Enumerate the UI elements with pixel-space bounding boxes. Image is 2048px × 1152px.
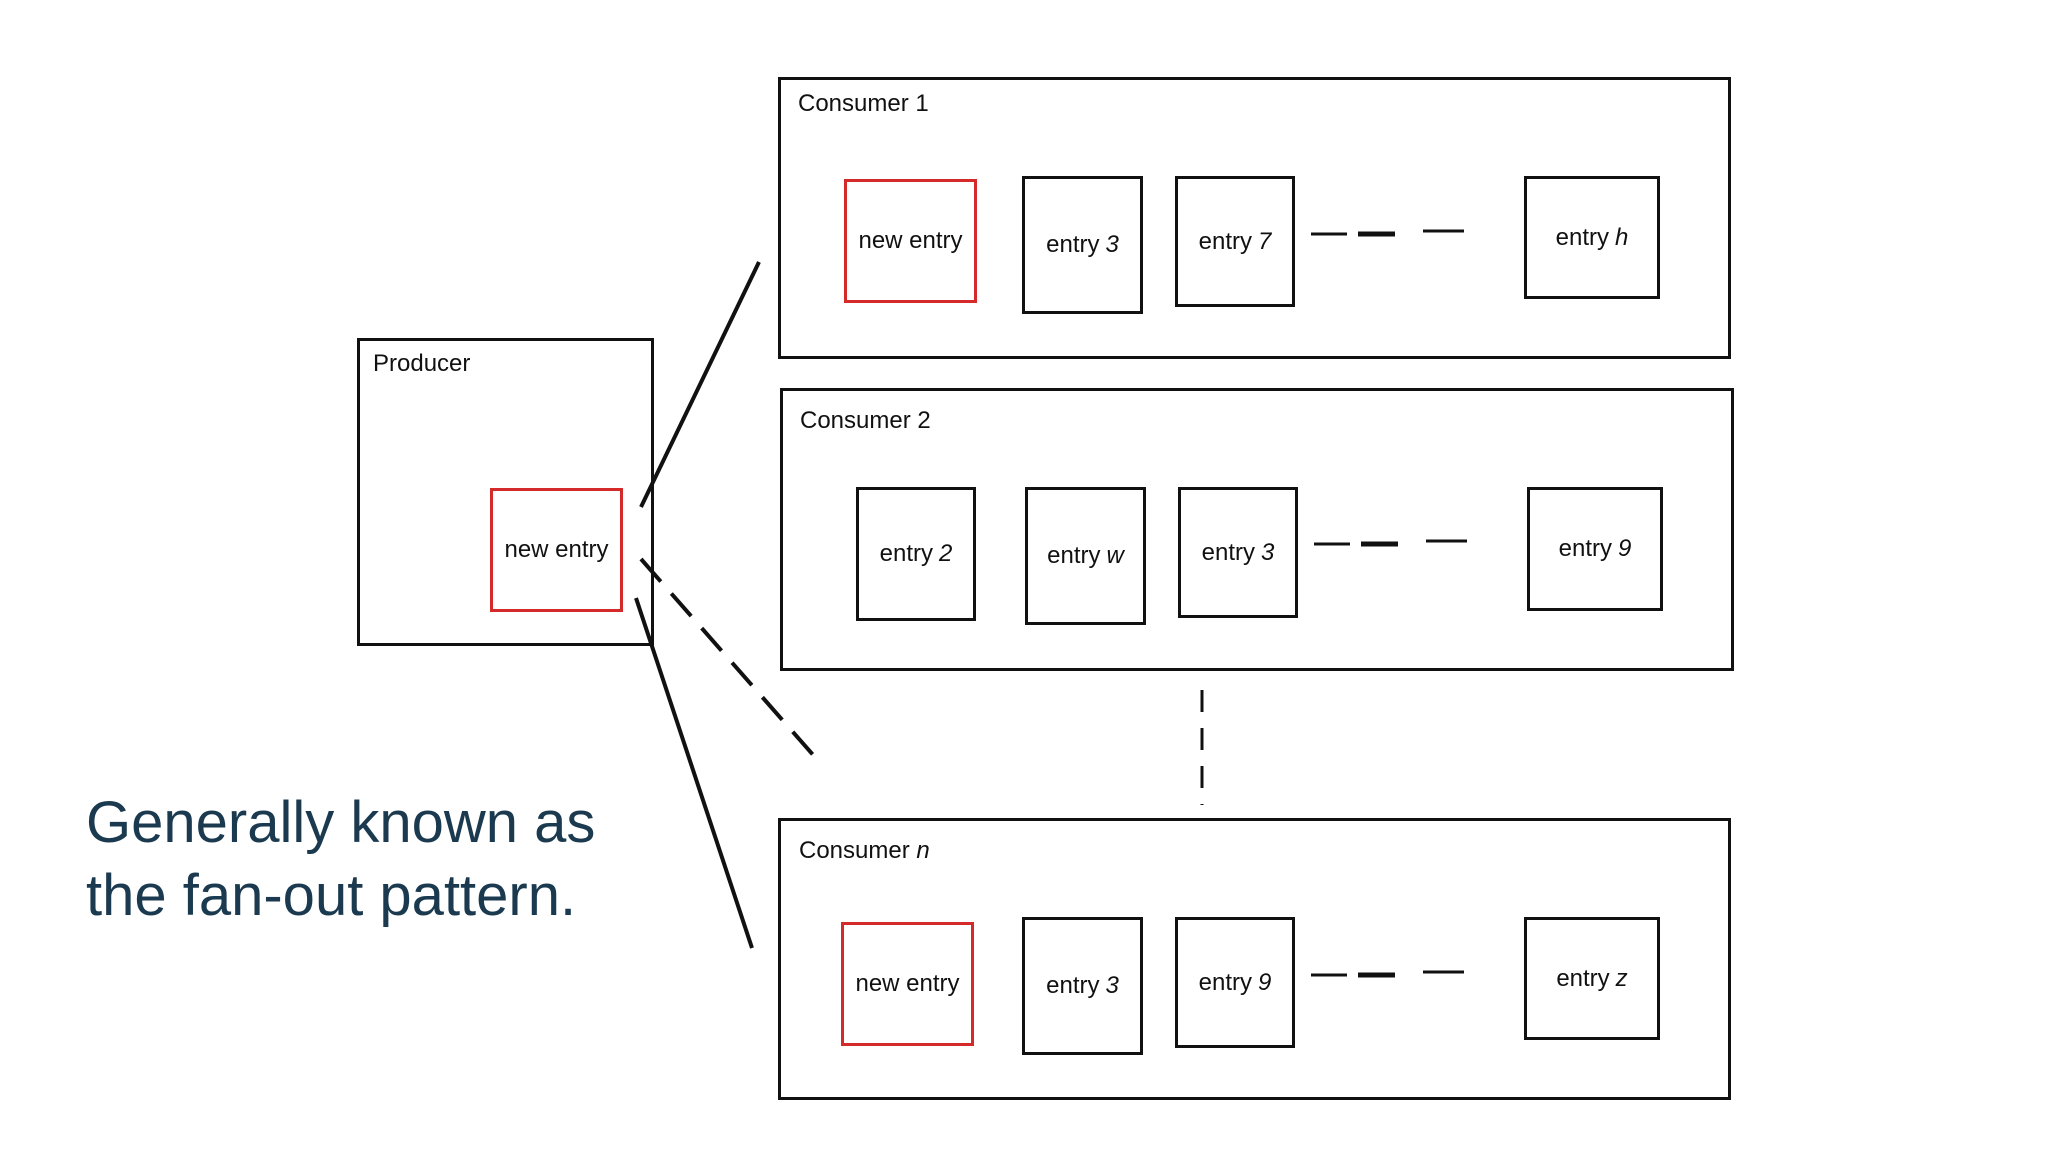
entry-suffix: 3 [1261, 538, 1275, 566]
consumer-1-label-text: Consumer 1 [798, 90, 929, 117]
consumer-2-label: Consumer 2 [800, 407, 931, 435]
consumer-1-entry-1: new entry [844, 179, 977, 303]
entry-text: entry [879, 540, 933, 567]
entry-text: entry [1201, 538, 1255, 566]
entry-suffix: 3 [1105, 972, 1119, 999]
entry-suffix: 2 [939, 540, 953, 567]
entry-suffix: h [1615, 223, 1629, 251]
consumer-n-entry-2: entry 3 [1022, 917, 1143, 1055]
producer-new-entry: new entry [490, 488, 623, 612]
consumer-n-label-suffix: n [916, 837, 930, 864]
entry-suffix: 9 [1618, 535, 1632, 562]
producer-entry-text: new entry [504, 536, 609, 563]
entry-text: entry [1046, 972, 1100, 999]
consumer-n-entry-3: entry 9 [1175, 917, 1295, 1048]
entry-text: entry [1047, 542, 1101, 569]
entry-text: entry [1558, 535, 1612, 562]
consumer-1-entry-2: entry 3 [1022, 176, 1143, 314]
consumer-2-label-text: Consumer 2 [800, 407, 931, 434]
consumer-n-entry-1: new entry [841, 922, 974, 1046]
consumer-1-entry-3: entry 7 [1175, 176, 1295, 307]
fan-out-line-consumer-n [634, 597, 754, 949]
entry-text: new entry [855, 970, 960, 997]
entry-suffix: 9 [1258, 968, 1272, 996]
fan-out-dashed-line-consumer-2 [639, 557, 816, 758]
consumer-1-entry-4: entry h [1524, 176, 1660, 299]
entry-suffix: 7 [1258, 227, 1272, 255]
consumer-2-entry-4: entry 9 [1527, 487, 1663, 611]
entry-text: entry [1555, 223, 1609, 251]
consumer-2-entry-3: entry 3 [1178, 487, 1298, 618]
entry-text: entry [1046, 231, 1100, 258]
consumer-1-label: Consumer 1 [798, 90, 929, 118]
entry-text: new entry [858, 227, 963, 254]
entry-suffix: w [1106, 542, 1124, 569]
entry-suffix: 3 [1105, 231, 1119, 258]
consumer-n-entry-4: entry z [1524, 917, 1660, 1040]
entry-suffix: z [1615, 964, 1628, 992]
caption: Generally known as the fan-out pattern. [86, 790, 596, 928]
fan-out-line-consumer-1 [639, 261, 761, 508]
entry-text: entry [1198, 227, 1252, 255]
consumer-2-entry-1: entry 2 [856, 487, 976, 621]
entry-text: entry [1198, 968, 1252, 996]
row-ellipsis-dashes [1311, 229, 1467, 978]
consumer-n-label-text: Consumer [799, 837, 910, 864]
consumer-2-entry-2: entry w [1025, 487, 1146, 625]
producer-label: Producer [373, 350, 471, 377]
entry-text: entry [1556, 964, 1610, 992]
consumer-n-label: Consumer n [799, 837, 930, 865]
